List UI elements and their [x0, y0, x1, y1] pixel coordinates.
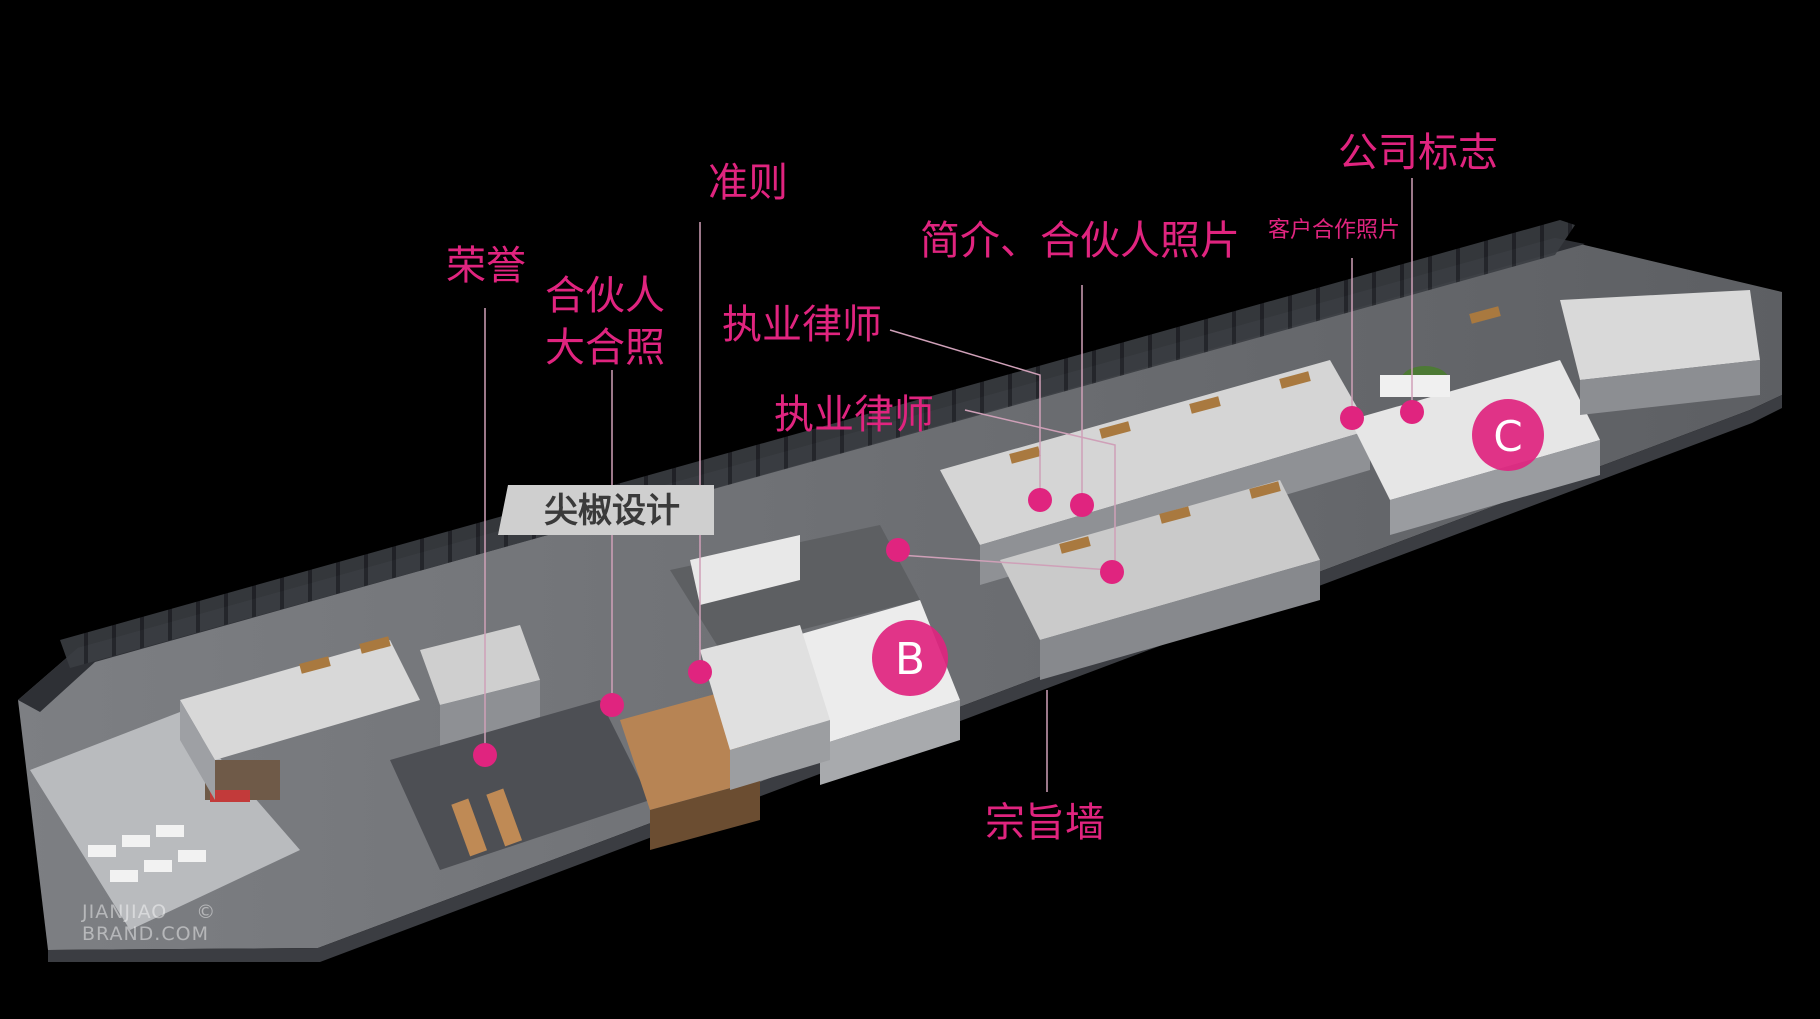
label-mission-wall: 宗旨墙 — [985, 800, 1105, 846]
leader-line-lawyer-2 — [964, 409, 1116, 570]
hotspot-markers — [473, 400, 1424, 767]
hotspot-honor[interactable] — [473, 743, 497, 767]
hotspot-rules[interactable] — [688, 660, 712, 684]
zone-b-label: B — [895, 634, 925, 685]
open-office-area — [30, 712, 300, 930]
hotspot-mission-wall[interactable] — [1100, 560, 1124, 584]
brand-text: 尖椒设计 — [544, 491, 680, 531]
label-logo: 公司标志 — [1338, 130, 1498, 176]
hotspot-client-photos[interactable] — [1340, 406, 1364, 430]
hotspot-reception[interactable] — [886, 538, 910, 562]
watermark: JIANJIAO © BRAND.COM — [82, 901, 217, 946]
label-honor: 荣誉 — [446, 243, 526, 289]
watermark-line1: JIANJIAO — [82, 901, 168, 923]
leader-line-lawyer-1 — [889, 329, 1041, 500]
watermark-line2: BRAND.COM — [82, 922, 209, 945]
leader-line-reception — [899, 554, 1111, 571]
label-rules: 准则 — [708, 160, 788, 206]
zone-c-label: C — [1493, 412, 1522, 461]
hotspot-logo[interactable] — [1400, 400, 1424, 424]
label-intro: 简介、合伙人照片 — [920, 218, 1240, 264]
zone-badge-c[interactable]: C — [1472, 399, 1544, 471]
label-partner-line2: 大合照 — [545, 325, 665, 371]
brand-tag: 尖椒设计 — [498, 485, 714, 535]
label-lawyer-2: 执业律师 — [774, 392, 934, 438]
hotspot-intro[interactable] — [1070, 493, 1094, 517]
glass-facade — [60, 220, 1575, 668]
hotspot-partner-photo[interactable] — [600, 693, 624, 717]
zone-badge-b[interactable]: B — [872, 620, 948, 696]
hotspot-lawyer-1[interactable] — [1028, 488, 1052, 512]
label-partner-line1: 合伙人 — [545, 273, 665, 319]
leader-lines — [484, 178, 1413, 792]
label-lawyer-1: 执业律师 — [722, 302, 882, 348]
label-client-photos: 客户合作照片 — [1268, 218, 1401, 243]
copyright-icon: © — [196, 901, 217, 923]
desk-furniture — [299, 306, 1501, 674]
